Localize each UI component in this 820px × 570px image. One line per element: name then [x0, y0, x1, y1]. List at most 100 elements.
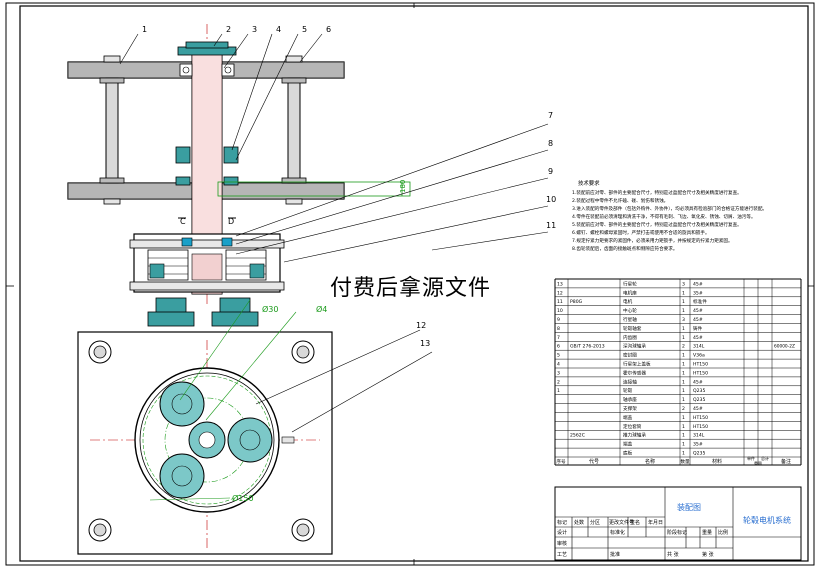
- bom-cell-material: 45#: [693, 335, 703, 341]
- bom-cell-name: 底板: [623, 450, 633, 457]
- bom-header-total: 总计: [761, 455, 769, 461]
- bom-cell-name: 轮毂: [623, 387, 633, 394]
- bom-cell-material: 标准件: [693, 298, 707, 305]
- bom-cell-seq: 7: [557, 335, 560, 341]
- bom-cell-seq: 6: [557, 344, 560, 350]
- bom-cell-qty: 1: [682, 370, 685, 376]
- balloon-labels: 1 2 3 4 5 6 7 8 9 10 11 12 13: [142, 25, 556, 348]
- bom-cell-name: 电机座: [623, 289, 637, 296]
- bom-cell-code: 2562C: [570, 433, 585, 439]
- bom-cell-material: 铸件: [693, 325, 703, 332]
- note-line: 3.进入装配的零件及部件（包括外购件、外协件），均必须具有检验部门的合格证方能进…: [572, 205, 767, 212]
- label-approve: 批准: [610, 551, 620, 558]
- section-c-label: C: [180, 217, 186, 226]
- bom-cell-name: 中心轮: [623, 307, 637, 314]
- note-line: 8.齿轮装配后，齿面的接触斑点和侧隙应符合要求。: [572, 245, 677, 252]
- section-d-label: D: [228, 217, 234, 226]
- label-standardize: 标准化: [610, 529, 625, 536]
- bom-cell-name: 内齿圈: [623, 334, 637, 341]
- dim-d4: Ø4: [316, 304, 327, 314]
- bom-cell-qty: 1: [682, 290, 685, 296]
- bom-cell-name: 支撑架: [623, 405, 637, 412]
- bom-cell-code: GB/T 276-2013: [570, 344, 605, 350]
- bom-cell-material: 35#: [693, 442, 703, 448]
- bom-cell-seq: 8: [557, 326, 560, 332]
- label-sheet: 第 张: [702, 551, 714, 558]
- balloon-leaders: [119, 33, 549, 433]
- bom-cell-name: 密封圈: [623, 352, 637, 359]
- dimension-labels: C D 180 Ø30 Ø4 Ø150: [180, 180, 407, 503]
- note-line: 6.螺钉、螺栓和螺母紧固时，严禁打击或使用不合适的旋具和扳手。: [572, 229, 710, 236]
- bom-cell-seq: 1: [557, 388, 560, 394]
- bom-cell-qty: 1: [682, 335, 685, 341]
- notes-title: 技术要求: [578, 179, 600, 187]
- label-weight: 重量: [702, 529, 712, 536]
- label-sheets: 共 张: [667, 551, 679, 558]
- bom-cell-material: 45#: [693, 379, 703, 385]
- balloon-5: 5: [302, 25, 307, 34]
- bom-cell-name: 推力球轴承: [623, 432, 646, 439]
- label-change-doc: 更改文件号: [609, 519, 634, 526]
- balloon-10: 10: [546, 195, 556, 204]
- bom-cell-seq: 3: [557, 370, 560, 376]
- bom-header-single: 单件: [747, 455, 755, 461]
- bom-cell-material: 314L: [693, 433, 705, 439]
- balloon-6: 6: [326, 25, 331, 34]
- bom-cell-remark: 60000-2Z: [774, 344, 795, 350]
- bom-cell-seq: 5: [557, 353, 560, 359]
- balloon-13: 13: [420, 339, 430, 348]
- bom-cell-seq: 13: [557, 281, 563, 287]
- bom-cell-material: 35#: [693, 290, 703, 296]
- bom-header-qty: 数量: [680, 458, 690, 465]
- bom-cell-qty: 1: [682, 397, 685, 403]
- bom-cell-material: 314L: [693, 344, 705, 350]
- dim-d150: Ø150: [232, 493, 254, 503]
- balloon-3: 3: [252, 25, 257, 34]
- bom-cell-qty: 1: [682, 353, 685, 359]
- bom-header-code: 代号: [589, 458, 599, 465]
- bom-cell-name: 行星轮: [623, 280, 637, 287]
- front-section-view: [67, 24, 411, 327]
- bom-header-seq: 序号: [556, 458, 566, 465]
- bom-header-remark: 备注: [781, 458, 791, 465]
- bom-cell-qty: 1: [682, 424, 685, 430]
- bom-cell-name: 定位套筒: [623, 423, 642, 430]
- note-line: 2.装配过程中零件不允许磕、碰、划伤和锈蚀。: [572, 197, 668, 204]
- bom-cell-seq: 4: [557, 362, 560, 368]
- label-design: 设计: [557, 529, 567, 536]
- bom-cell-material: HT150: [693, 415, 708, 421]
- note-line: 4.零件在装配前必须清理和清洗干净，不得有毛刺、飞边、氧化皮、锈蚀、切屑、油污等…: [572, 213, 756, 220]
- bom-cell-material: 45#: [693, 281, 703, 287]
- watermark-text: 付费后拿源文件: [330, 276, 492, 301]
- note-line: 5.装配前应对零、部件的主要配合尺寸，特别是过盈配合尺寸及相关精度进行复查。: [572, 221, 742, 228]
- bom-cell-qty: 1: [682, 388, 685, 394]
- bom-cell-qty: 1: [682, 415, 685, 421]
- title-block: [554, 486, 802, 561]
- bom-cell-name: 端盖: [623, 441, 633, 448]
- bom-cell-material: HT150: [693, 424, 708, 430]
- bom-cell-name: 行星轴: [623, 316, 637, 323]
- balloon-11: 11: [546, 221, 556, 230]
- bom-cell-name: 轮毂轴套: [623, 325, 642, 332]
- bom-cell-name: 连接轴: [623, 378, 637, 385]
- bom-cell-name: 行星架上盖板: [623, 361, 651, 368]
- bom-cell-qty: 1: [682, 442, 685, 448]
- height-dimension: 180: [399, 180, 407, 193]
- title-block-text: 装配图 轮毂电机系统 标记 处数 分区 更改文件号 签名 年月日 设计 标准化 …: [557, 502, 791, 558]
- bom-cell-seq: 2: [557, 379, 560, 385]
- bom-cell-material: 45#: [693, 406, 703, 412]
- bom-cell-name: 轴承座: [623, 396, 637, 403]
- bom-cell-code: P80G: [570, 299, 583, 305]
- note-line: 7.规定拧紧力矩要求的紧固件，必须采用力矩扳手，并按规定的拧紧力矩紧固。: [572, 237, 733, 244]
- bom-cell-qty: 1: [682, 451, 685, 457]
- bom-cell-seq: 9: [557, 317, 560, 323]
- drawing-title: 轮毂电机系统: [743, 515, 791, 525]
- corner-holes: [88, 340, 315, 542]
- bom-cell-qty: 1: [682, 379, 685, 385]
- bom-cell-qty: 2: [682, 406, 685, 412]
- balloon-12: 12: [416, 321, 426, 330]
- bom-cell-qty: 1: [682, 299, 685, 305]
- label-mark: 标记: [557, 519, 567, 526]
- bom-cell-name: 电机: [623, 298, 633, 305]
